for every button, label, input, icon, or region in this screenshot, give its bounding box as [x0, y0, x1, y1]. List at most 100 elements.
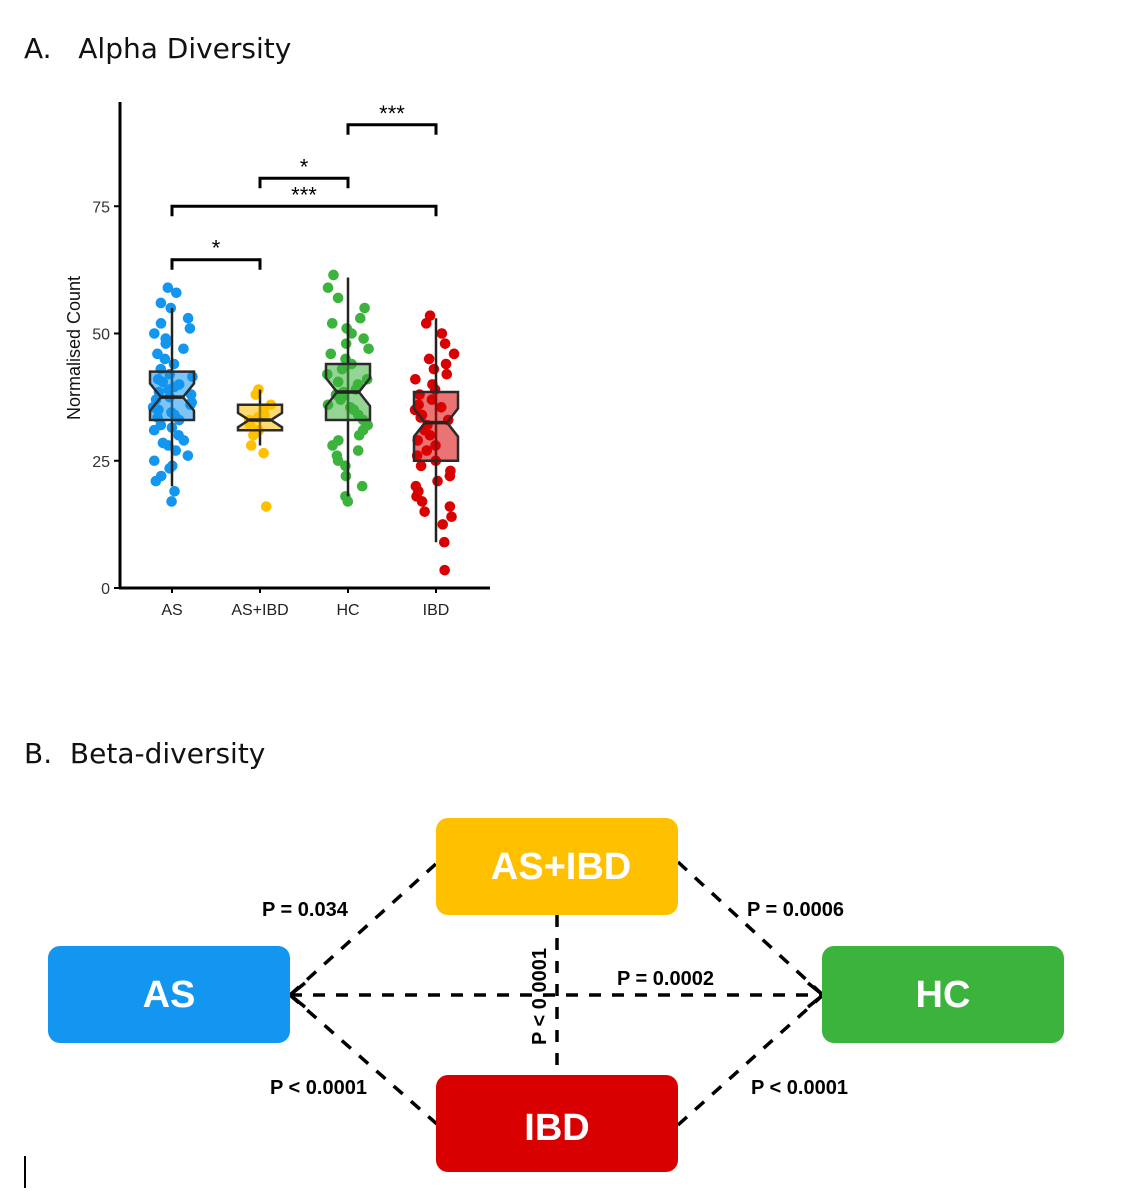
x-tick-label: IBD [423, 602, 450, 619]
data-point [358, 333, 369, 344]
data-point [445, 465, 456, 477]
node-ibd-label: IBD [524, 1107, 589, 1149]
data-point [440, 358, 452, 370]
data-point [439, 536, 450, 548]
data-point [424, 310, 436, 321]
data-point [439, 338, 451, 349]
significance-label: *** [379, 101, 405, 126]
data-point [326, 318, 338, 329]
edge-ibd-hc [676, 993, 825, 1127]
beta-diversity-diagram: AS AS+IBD HC IBD P = 0.034 P = 0.0006 P … [48, 818, 1064, 1172]
data-point [165, 302, 177, 314]
data-point [441, 368, 453, 380]
data-point [410, 480, 422, 492]
x-tick-label: AS+IBD [231, 602, 288, 619]
box-ibd [412, 390, 460, 462]
data-point [410, 374, 421, 385]
data-point [332, 292, 344, 304]
data-point [341, 323, 353, 334]
text-cursor [24, 1156, 26, 1188]
node-hc-label: HC [916, 974, 971, 1016]
data-point [157, 437, 169, 449]
edge-label-ibd-hc: P < 0.0001 [751, 1077, 848, 1099]
data-point [359, 302, 370, 314]
data-point [160, 333, 172, 344]
node-as-label: AS [143, 974, 196, 1016]
edge-asibd-hc [676, 860, 825, 997]
data-point [168, 358, 180, 370]
significance-bracket [170, 204, 438, 217]
data-point [432, 475, 443, 487]
data-point [182, 450, 194, 461]
y-tick-label: 75 [92, 199, 110, 216]
y-tick-label: 0 [101, 581, 110, 598]
edge-label-as-asibd: P = 0.034 [262, 899, 349, 921]
data-point [331, 450, 343, 461]
data-point [258, 447, 269, 459]
edge-label-as-ibd: P < 0.0001 [270, 1077, 367, 1099]
data-point [166, 496, 177, 507]
edge-as-ibd [288, 993, 440, 1127]
significance-label: * [212, 236, 221, 261]
data-point [173, 430, 184, 441]
data-point [182, 312, 194, 324]
data-point [340, 470, 352, 482]
significance-label: * [300, 154, 309, 179]
data-point [322, 282, 334, 293]
x-tick-label: HC [336, 602, 359, 619]
edge-label-as-hc: P = 0.0002 [617, 968, 714, 990]
data-point [155, 470, 167, 482]
data-point [448, 348, 460, 360]
significance-bracket [170, 258, 262, 270]
data-point [328, 269, 339, 281]
x-tick-label: AS [161, 602, 182, 619]
data-point [159, 353, 171, 365]
data-point [155, 297, 167, 309]
data-point [352, 445, 364, 456]
data-point [169, 485, 180, 497]
edge-label-asibd-hc: P = 0.0006 [747, 899, 844, 921]
data-point [340, 338, 352, 349]
data-point [436, 328, 448, 339]
significance-label: *** [291, 182, 317, 207]
y-tick-label: 50 [92, 327, 110, 344]
data-point [363, 343, 374, 355]
data-point [437, 519, 449, 530]
data-point [260, 501, 272, 512]
data-point [162, 282, 174, 293]
significance-bracket [346, 123, 438, 135]
data-point [245, 440, 257, 451]
edge-label-asibd-ibd: P < 0.0001 [529, 948, 551, 1045]
data-point [333, 435, 344, 446]
node-asibd-box [436, 818, 678, 915]
data-point [444, 501, 456, 512]
data-point [355, 312, 366, 324]
panel-b-heading: B. Beta-diversity [24, 737, 266, 770]
data-point [325, 348, 337, 360]
data-point [178, 343, 189, 355]
data-point [155, 318, 167, 329]
node-as-box [48, 946, 290, 1043]
node-hc-box [822, 946, 1064, 1043]
data-point [439, 564, 450, 576]
box-as-ibd [236, 403, 284, 432]
data-point [253, 384, 264, 395]
data-point [148, 455, 160, 467]
edge-as-asibd [288, 860, 440, 997]
data-point [184, 323, 196, 334]
data-point [415, 460, 427, 472]
panel-a-heading: A. Alpha Diversity [24, 32, 292, 65]
data-point [149, 328, 160, 339]
data-point [446, 511, 457, 523]
node-asibd-label: AS+IBD [491, 846, 631, 888]
data-point [428, 363, 440, 375]
data-point [152, 348, 163, 360]
node-ibd-box [436, 1075, 678, 1172]
data-point [419, 506, 430, 517]
data-point [171, 287, 182, 299]
y-tick-label: 25 [92, 454, 110, 471]
significance-bracket [258, 176, 350, 189]
data-point [356, 480, 368, 492]
data-point [423, 353, 435, 365]
